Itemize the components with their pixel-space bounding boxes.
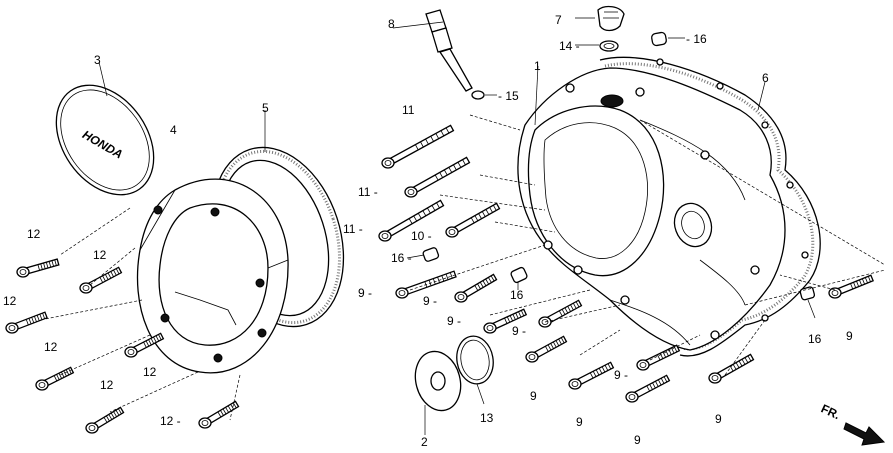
outer-cover-plate: HONDA [55, 84, 155, 196]
callout-15: - 15 [498, 89, 519, 103]
bolt-12a [16, 258, 60, 278]
callout-9e: 9 [530, 389, 537, 403]
bolt-9j [636, 344, 681, 371]
bolt-9e [525, 335, 568, 363]
o-ring-15 [471, 90, 485, 100]
o-ring-14 [599, 40, 619, 52]
bolt-12f [85, 406, 125, 434]
callout-12d: 12 [44, 340, 58, 354]
bolts [5, 124, 874, 434]
callout-12f: 12 [100, 378, 114, 392]
callout-11b: 11 - [358, 185, 378, 199]
callout-2: 2 [421, 435, 428, 449]
callout-12b: 12 [93, 248, 107, 262]
callout-9f: 9 [576, 415, 583, 429]
leader-lines [39, 17, 886, 435]
callout-11a: 11 [402, 103, 415, 117]
front-direction-marker: FR. [819, 401, 886, 446]
callout-9d: 9 - [512, 324, 526, 338]
bolt-11b [404, 156, 471, 198]
callout-5: 5 [262, 101, 269, 115]
callout-7: 7 [555, 13, 562, 27]
oil-dipstick [425, 9, 473, 92]
callout-9a: 9 - [358, 286, 372, 300]
bolt-9b [454, 273, 498, 303]
callout-9g: 9 [634, 433, 641, 447]
dowel-pin-top [651, 31, 667, 47]
bolt-9i [828, 274, 874, 299]
bolt-11c [378, 199, 445, 242]
callout-12a: 12 [27, 227, 41, 241]
callout-6: 6 [762, 71, 769, 85]
bolt-9h [708, 353, 755, 384]
bolt-10 [445, 202, 501, 238]
clutch-outer-cover [136, 178, 289, 374]
callout-9b: 9 - [423, 294, 437, 308]
dowel-pin-left [422, 247, 440, 262]
bolt-12g [198, 400, 240, 429]
callout-9i: 9 [846, 329, 853, 343]
callout-10: 10 - [411, 229, 432, 243]
callout-9c: 9 - [447, 314, 461, 328]
bolt-12d [35, 366, 75, 391]
callout-9j: 9 - [614, 368, 628, 382]
callout-16b: 16 - [391, 251, 412, 265]
crankcase-cover [517, 67, 786, 351]
filler-cap [597, 5, 625, 32]
bolt-9g [625, 374, 671, 403]
dowel-pin-mid [510, 266, 528, 284]
bolt-12e [124, 332, 165, 358]
callout-16c: 16 [510, 288, 524, 302]
callout-14: 14 - [559, 39, 580, 53]
callout-13: 13 [480, 411, 494, 425]
bolt-9a [395, 270, 457, 299]
bolt-12b [79, 266, 123, 294]
callout-11c: 11 - [343, 222, 363, 236]
callout-12e: 12 [143, 365, 157, 379]
bolt-11a [381, 124, 455, 169]
o-ring-13 [456, 335, 494, 385]
bolt-9d [538, 299, 583, 328]
callout-16d: 16 [808, 332, 822, 346]
bolt-12c [5, 311, 48, 334]
bolt-9f [568, 361, 615, 390]
callout-16a: - 16 [686, 32, 707, 46]
callout-3: 3 [94, 53, 101, 67]
direction-label: FR. [819, 401, 842, 422]
callouts: 1 2 3 4 5 6 7 8 9 - 9 - 9 - 9 - 9 9 9 9 … [3, 13, 853, 449]
callout-9h: 9 [715, 412, 722, 426]
callout-1: 1 [534, 59, 541, 73]
callout-12g: 12 - [160, 414, 181, 428]
callout-12c: 12 [3, 294, 17, 308]
callout-4: 4 [170, 123, 177, 137]
dowel-pin-right [799, 286, 816, 301]
cap-part-2 [414, 350, 462, 412]
callout-8: 8 [388, 17, 395, 31]
bolt-9c [483, 308, 528, 334]
